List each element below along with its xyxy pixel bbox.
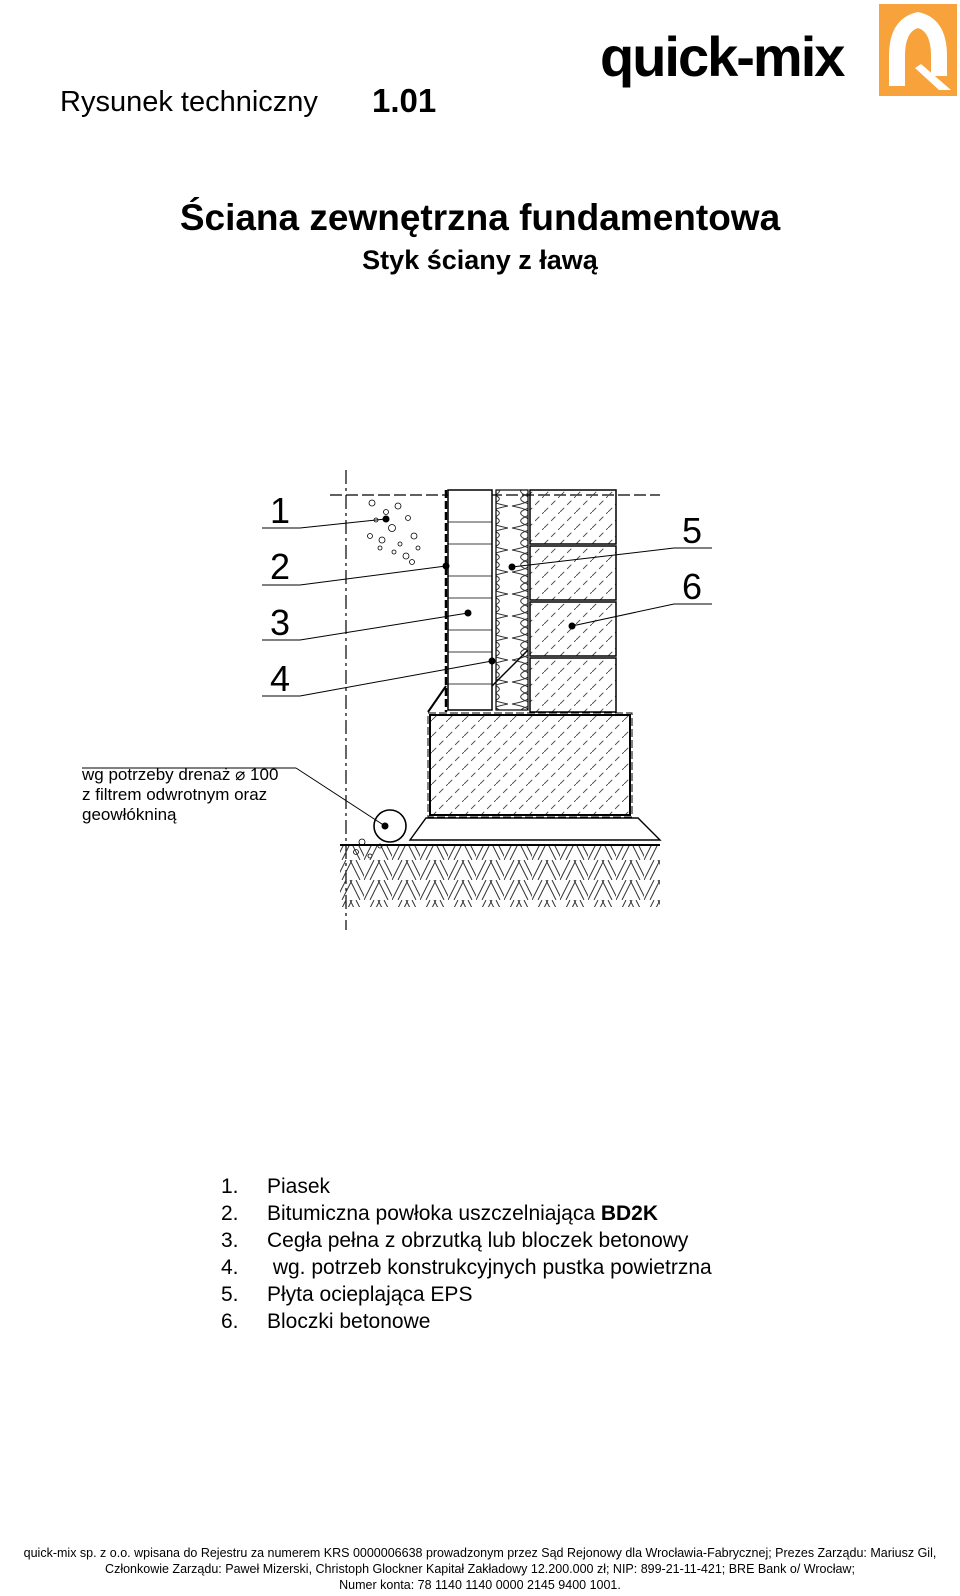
main-title: Ściana zewnętrzna fundamentowa <box>179 197 781 238</box>
drainage-note-line: wg potrzeby drenaż ⌀ 100 <box>82 765 279 784</box>
legend-text: Piasek <box>267 1175 331 1198</box>
callout-4: 4 <box>270 658 291 699</box>
legend-text: Cegła pełna z obrzutką lub bloczek beton… <box>267 1229 689 1252</box>
legend-number: 2. <box>221 1202 239 1225</box>
legend-item: 2. Bitumiczna powłoka uszczelniająca BD2K <box>221 1202 712 1229</box>
legend-number: 1. <box>221 1175 239 1198</box>
drainage-note-line: geowłókniną <box>82 805 177 824</box>
callout-6: 6 <box>682 566 703 607</box>
brand-name: quick-mix <box>600 25 845 88</box>
legend-number: 5. <box>221 1283 239 1306</box>
legend-item: 1. Piasek <box>221 1175 712 1202</box>
legend-number: 3. <box>221 1229 239 1252</box>
legend-item: 5. Płyta ocieplająca EPS <box>221 1283 712 1310</box>
subtitle: Styk ściany z ławą <box>362 245 598 275</box>
footer-line: Numer konta: 78 1140 1140 0000 2145 9400… <box>339 1578 621 1592</box>
legend-number: 6. <box>221 1310 239 1333</box>
quick-mix-logo <box>879 4 957 96</box>
legend-item: 6. Bloczki betonowe <box>221 1310 712 1337</box>
callout-1: 1 <box>270 490 291 531</box>
legend-text: Bloczki betonowe <box>267 1310 431 1333</box>
legend-text: Płyta ocieplająca EPS <box>267 1283 473 1306</box>
legend-product: BD2K <box>600 1202 659 1225</box>
callout-2: 2 <box>270 546 291 587</box>
legend: 1. Piasek 2. Bitumiczna powłoka uszczelnia… <box>221 1175 712 1337</box>
footer-line: quick-mix sp. z o.o. wpisana do Rejestru… <box>23 1546 937 1560</box>
legend-text: wg. potrzeb konstrukcyjnych pustka powie… <box>267 1256 712 1279</box>
sand-granules <box>353 499 421 859</box>
legend-text: Bitumiczna powłoka uszczelniająca <box>267 1202 601 1225</box>
drainage-note-line: z filtrem odwrotnym oraz <box>82 785 268 804</box>
foundation-section-drawing <box>82 470 712 930</box>
legend-number: 4. <box>221 1256 239 1279</box>
legend-item: 4. wg. potrzeb konstrukcyjnych pustka po… <box>221 1256 712 1283</box>
logo-arch-icon <box>889 12 951 90</box>
legend-item: 3. Cegła pełna z obrzutką lub bloczek bet… <box>221 1229 712 1256</box>
document-title: Rysunek techniczny <box>60 86 318 118</box>
drainage-note: wg potrzeby drenaż ⌀ 100 z filtrem odwro… <box>82 765 278 825</box>
callout-5: 5 <box>682 510 703 551</box>
drawing-number: 1.01 <box>372 82 437 119</box>
callout-3: 3 <box>270 602 291 643</box>
footer-line: Członkowie Zarządu: Paweł Mizerski, Chri… <box>105 1562 855 1576</box>
company-footer: quick-mix sp. z o.o. wpisana do Rejestru… <box>0 1545 960 1593</box>
